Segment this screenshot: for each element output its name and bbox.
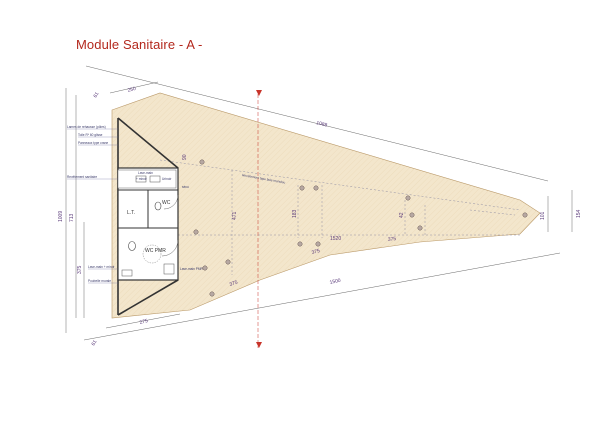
note-revetement-bois: Revêtement type bois monoloc [242,173,286,185]
dim-inner-42: 42 [399,212,405,218]
dim-bottom-long: 1500 [329,278,341,286]
note-lames: Lames de rehausse (pôles) [67,125,106,129]
dim-bottom-left: 275 [139,318,149,326]
dim-bottom-mid2: 375 [311,248,321,256]
dim-bottom-mid1: 375 [229,280,239,288]
note-toile: Toile R* 60 glisse [78,133,103,137]
axis-marker-top [256,90,262,96]
note-miroir: + miroir [136,177,148,181]
dim-right-small: 101 [540,211,546,220]
dim-bottom-mid3: 375 [388,236,397,243]
sink-icon-2 [149,175,161,183]
sink-pmr-icon [121,269,133,277]
note-poubelle: Poubelle murale [88,279,111,283]
dim-right-outer: 154 [576,209,582,218]
dim-inner-90: 90 [182,154,188,160]
note-panneaux: Panneaux type crane [78,141,108,145]
turning-circle-icon [142,244,162,264]
drawing-title: Module Sanitaire - A - [76,37,203,52]
room-lt: L.T. [127,210,135,216]
note-revetement-sanitaire: Revêtement sanitaire [67,175,97,179]
dim-left-upper: 713 [69,213,75,222]
dim-left-lower: 375 [77,265,83,274]
note-lave-main-pmr: Lave-main PMR [180,267,204,271]
axis-marker-bottom [256,342,262,348]
dim-top-long: 1088 [316,120,328,129]
dim-top-left: 250 [127,86,137,94]
dim-inner-1520: 1520 [330,236,341,242]
room-wc: WC [162,200,171,206]
sanitary-block [117,167,179,281]
note-secu: sécu [182,185,189,189]
sink-icon [135,175,147,183]
note-urinoir: Urinoir [162,177,172,181]
note-lave-main: Lave-main [138,171,153,175]
dim-left-total: 1009 [58,211,64,222]
dim-left-small2: 61 [91,339,99,347]
dim-inner-183: 183 [292,209,298,218]
posts [193,159,528,297]
room-wc-pmr: WC PMR [145,248,166,254]
note-lave-main-miroir: Lave-main + miroir [88,265,115,269]
toilet-pmr-icon [128,241,136,251]
dim-left-small: 61 [93,91,101,99]
toilet-icon [154,201,162,211]
dim-inner-471: 471 [232,211,238,220]
